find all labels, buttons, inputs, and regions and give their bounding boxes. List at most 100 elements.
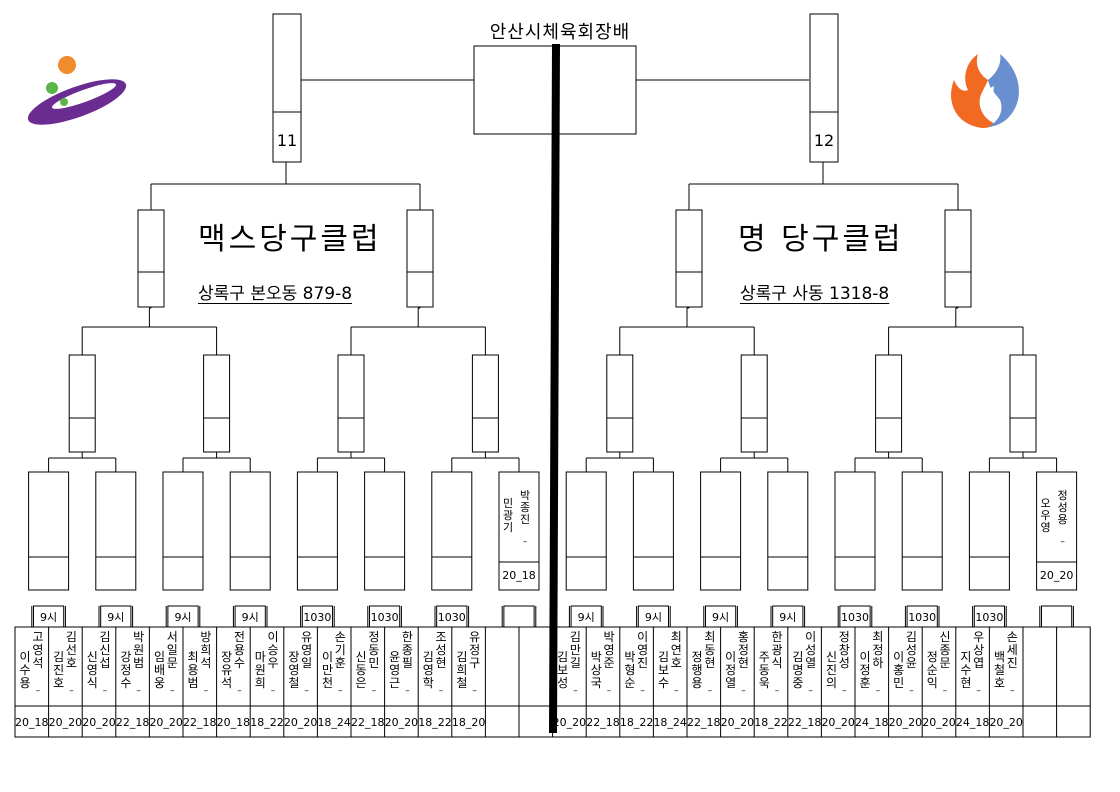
player-name: 석	[221, 676, 232, 690]
match-score: 20_20	[821, 716, 855, 729]
match-box	[406, 209, 434, 308]
match-score: 22_18	[116, 716, 150, 729]
player-name: 종	[940, 643, 951, 657]
player-name: 신	[826, 650, 837, 664]
player-name: 창	[839, 643, 850, 657]
match-time: 9시	[174, 611, 191, 624]
match-score: 20_20	[889, 716, 923, 729]
player-name: 전	[234, 630, 245, 644]
player-name: 동	[368, 643, 379, 657]
player-name: 성	[805, 643, 816, 657]
player-name: 손	[1007, 630, 1018, 644]
player-name: 필	[402, 656, 413, 670]
separator-dash: –	[775, 686, 780, 696]
player-name: 최	[671, 630, 682, 644]
player-name: 광	[503, 509, 513, 522]
time-box	[234, 605, 266, 628]
player-name: 행	[692, 662, 703, 677]
player-name: 지	[960, 650, 971, 664]
separator-dash: –	[36, 686, 41, 696]
player-name: 이	[893, 650, 904, 664]
player-name: 종	[402, 643, 413, 657]
player-name: 현	[960, 676, 971, 690]
player-name: 김	[906, 630, 917, 644]
player-name: 순	[624, 676, 635, 690]
time-box	[503, 605, 535, 628]
player-name: 이	[268, 630, 279, 644]
match-box	[203, 354, 231, 453]
player-name: 기	[335, 643, 346, 657]
separator-dash: –	[842, 686, 847, 696]
separator-dash: –	[472, 686, 477, 696]
player-name: 수	[120, 676, 131, 690]
club-address-right: 상록구 사동 1318-8	[740, 284, 890, 304]
separator-dash: –	[1060, 537, 1065, 547]
time-box	[301, 605, 334, 628]
player-name: 김	[570, 630, 581, 644]
player-name: 이	[805, 630, 816, 644]
player-name: 우	[1041, 509, 1051, 522]
player-name: 학	[423, 676, 434, 690]
player-name: 형	[624, 663, 635, 677]
match-box	[1009, 354, 1037, 453]
player-name: 우	[268, 656, 279, 670]
player-name: 원	[133, 643, 144, 657]
separator-dash: –	[943, 686, 948, 696]
player-name: 민	[893, 676, 904, 690]
player-name: 근	[389, 676, 400, 690]
player-name: 용	[1058, 513, 1068, 526]
flame-logo-icon	[951, 54, 1019, 128]
player-name: 한	[402, 630, 413, 644]
player-name: 최	[704, 630, 715, 644]
match-score: 20_18	[502, 569, 536, 582]
player-name: 이	[860, 650, 871, 664]
player-name: 진	[53, 663, 64, 677]
player-name: 욱	[759, 676, 770, 690]
separator-dash: –	[1010, 686, 1015, 696]
match-time: 1030	[438, 611, 466, 624]
player-name: 석	[200, 656, 211, 670]
match-box	[272, 13, 302, 163]
player-name: 정	[469, 643, 480, 657]
separator-dash: –	[976, 686, 981, 696]
player-name: 호	[671, 656, 682, 670]
player-name: 섭	[100, 656, 111, 670]
match-box	[565, 471, 607, 591]
player-name: 손	[335, 630, 346, 644]
match-box	[68, 354, 96, 453]
player-name: 윤	[389, 650, 400, 664]
player-name: 방	[200, 630, 211, 644]
player-name: 희	[456, 663, 467, 677]
player-name: 박	[591, 650, 602, 664]
player-name: 상	[973, 643, 984, 657]
separator-dash: –	[69, 686, 74, 696]
match-score: 18_22	[250, 716, 284, 729]
match-box	[229, 471, 271, 591]
player-name: 정	[860, 663, 871, 677]
player-name: 문	[940, 656, 951, 670]
player-name: 범	[188, 676, 199, 690]
player-name: 만	[570, 643, 581, 657]
player-name: 정	[872, 643, 883, 657]
player-name: 김	[423, 650, 434, 664]
match-time: 1030	[841, 611, 869, 624]
separator-dash: –	[607, 686, 612, 696]
match-box	[700, 471, 742, 591]
player-name: 성	[839, 656, 850, 670]
player-name: 진	[1007, 656, 1018, 670]
player-name: 영	[87, 663, 98, 677]
separator-dash: –	[523, 537, 528, 547]
player-name: 박	[133, 630, 144, 644]
player-name: 신	[87, 650, 98, 664]
match-time: 1030	[908, 611, 936, 624]
player-name: 준	[604, 656, 615, 670]
separator-dash: –	[237, 686, 242, 696]
time-box	[436, 605, 468, 628]
player-name: 익	[927, 676, 938, 690]
match-box	[632, 471, 674, 591]
match-box	[740, 354, 768, 453]
match-time: 1030	[371, 611, 399, 624]
player-name: 정	[738, 643, 749, 657]
match-time: 9시	[779, 611, 796, 624]
player-name: 정	[368, 630, 379, 644]
